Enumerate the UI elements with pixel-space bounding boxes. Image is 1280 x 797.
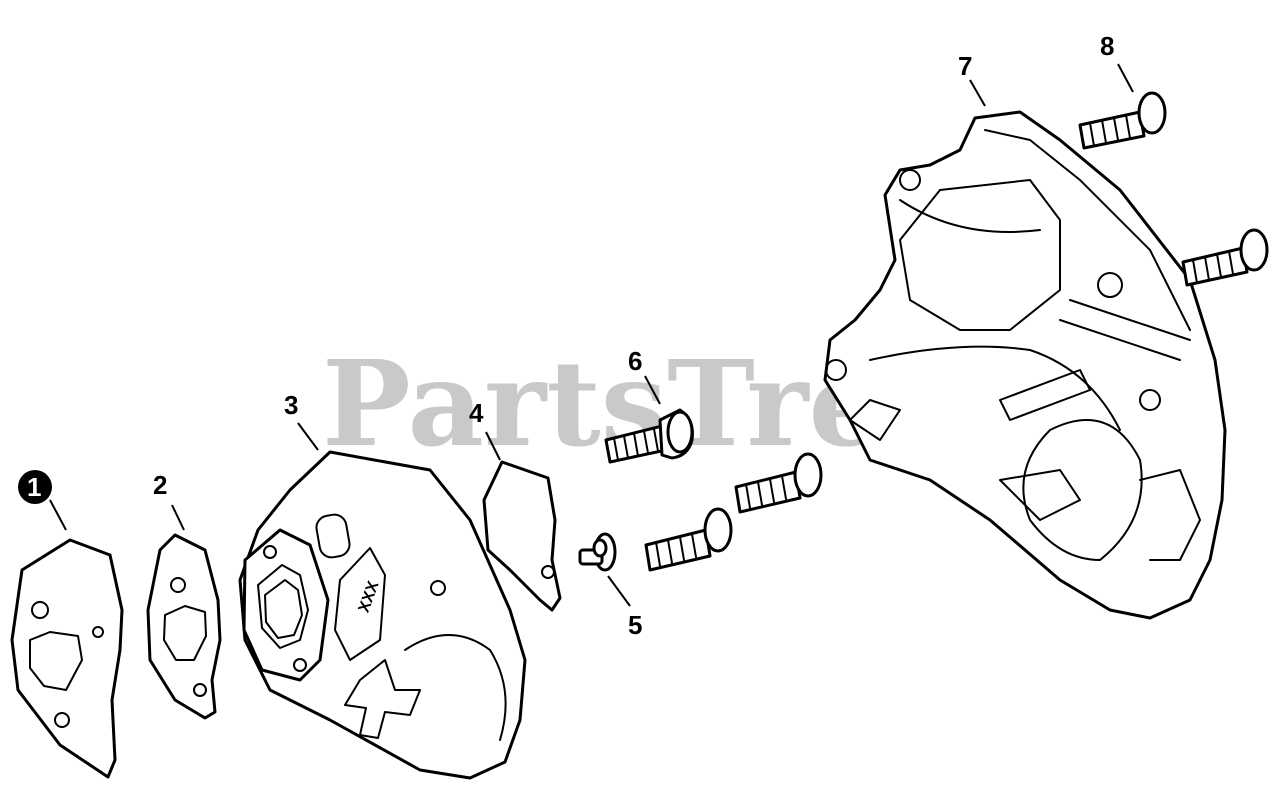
- screw-6-icon[interactable]: [604, 408, 694, 464]
- housing-7-icon[interactable]: [823, 110, 1227, 620]
- svg-text:1: 1: [27, 472, 41, 502]
- callout-5[interactable]: 5: [628, 610, 642, 640]
- screw-washer-5-icon[interactable]: [578, 532, 617, 572]
- gasket-1-icon[interactable]: [10, 538, 124, 779]
- callout-7[interactable]: 7: [958, 51, 972, 81]
- callout-2[interactable]: 2: [153, 470, 167, 500]
- callout-1[interactable]: 1: [18, 470, 52, 504]
- gasket-2-icon[interactable]: [146, 533, 222, 720]
- callout-3[interactable]: 3: [284, 390, 298, 420]
- screen-plate-4-icon[interactable]: [482, 460, 562, 612]
- screw-8-icon[interactable]: [1078, 91, 1167, 150]
- screw-6b-icon[interactable]: [644, 507, 733, 572]
- callout-4[interactable]: 4: [469, 398, 484, 428]
- callout-8[interactable]: 8: [1100, 31, 1114, 61]
- callout-6[interactable]: 6: [628, 346, 642, 376]
- screw-8b-icon[interactable]: [1181, 228, 1269, 287]
- screw-6c-icon[interactable]: [734, 452, 823, 514]
- muffler-3-icon[interactable]: XXX: [238, 450, 527, 780]
